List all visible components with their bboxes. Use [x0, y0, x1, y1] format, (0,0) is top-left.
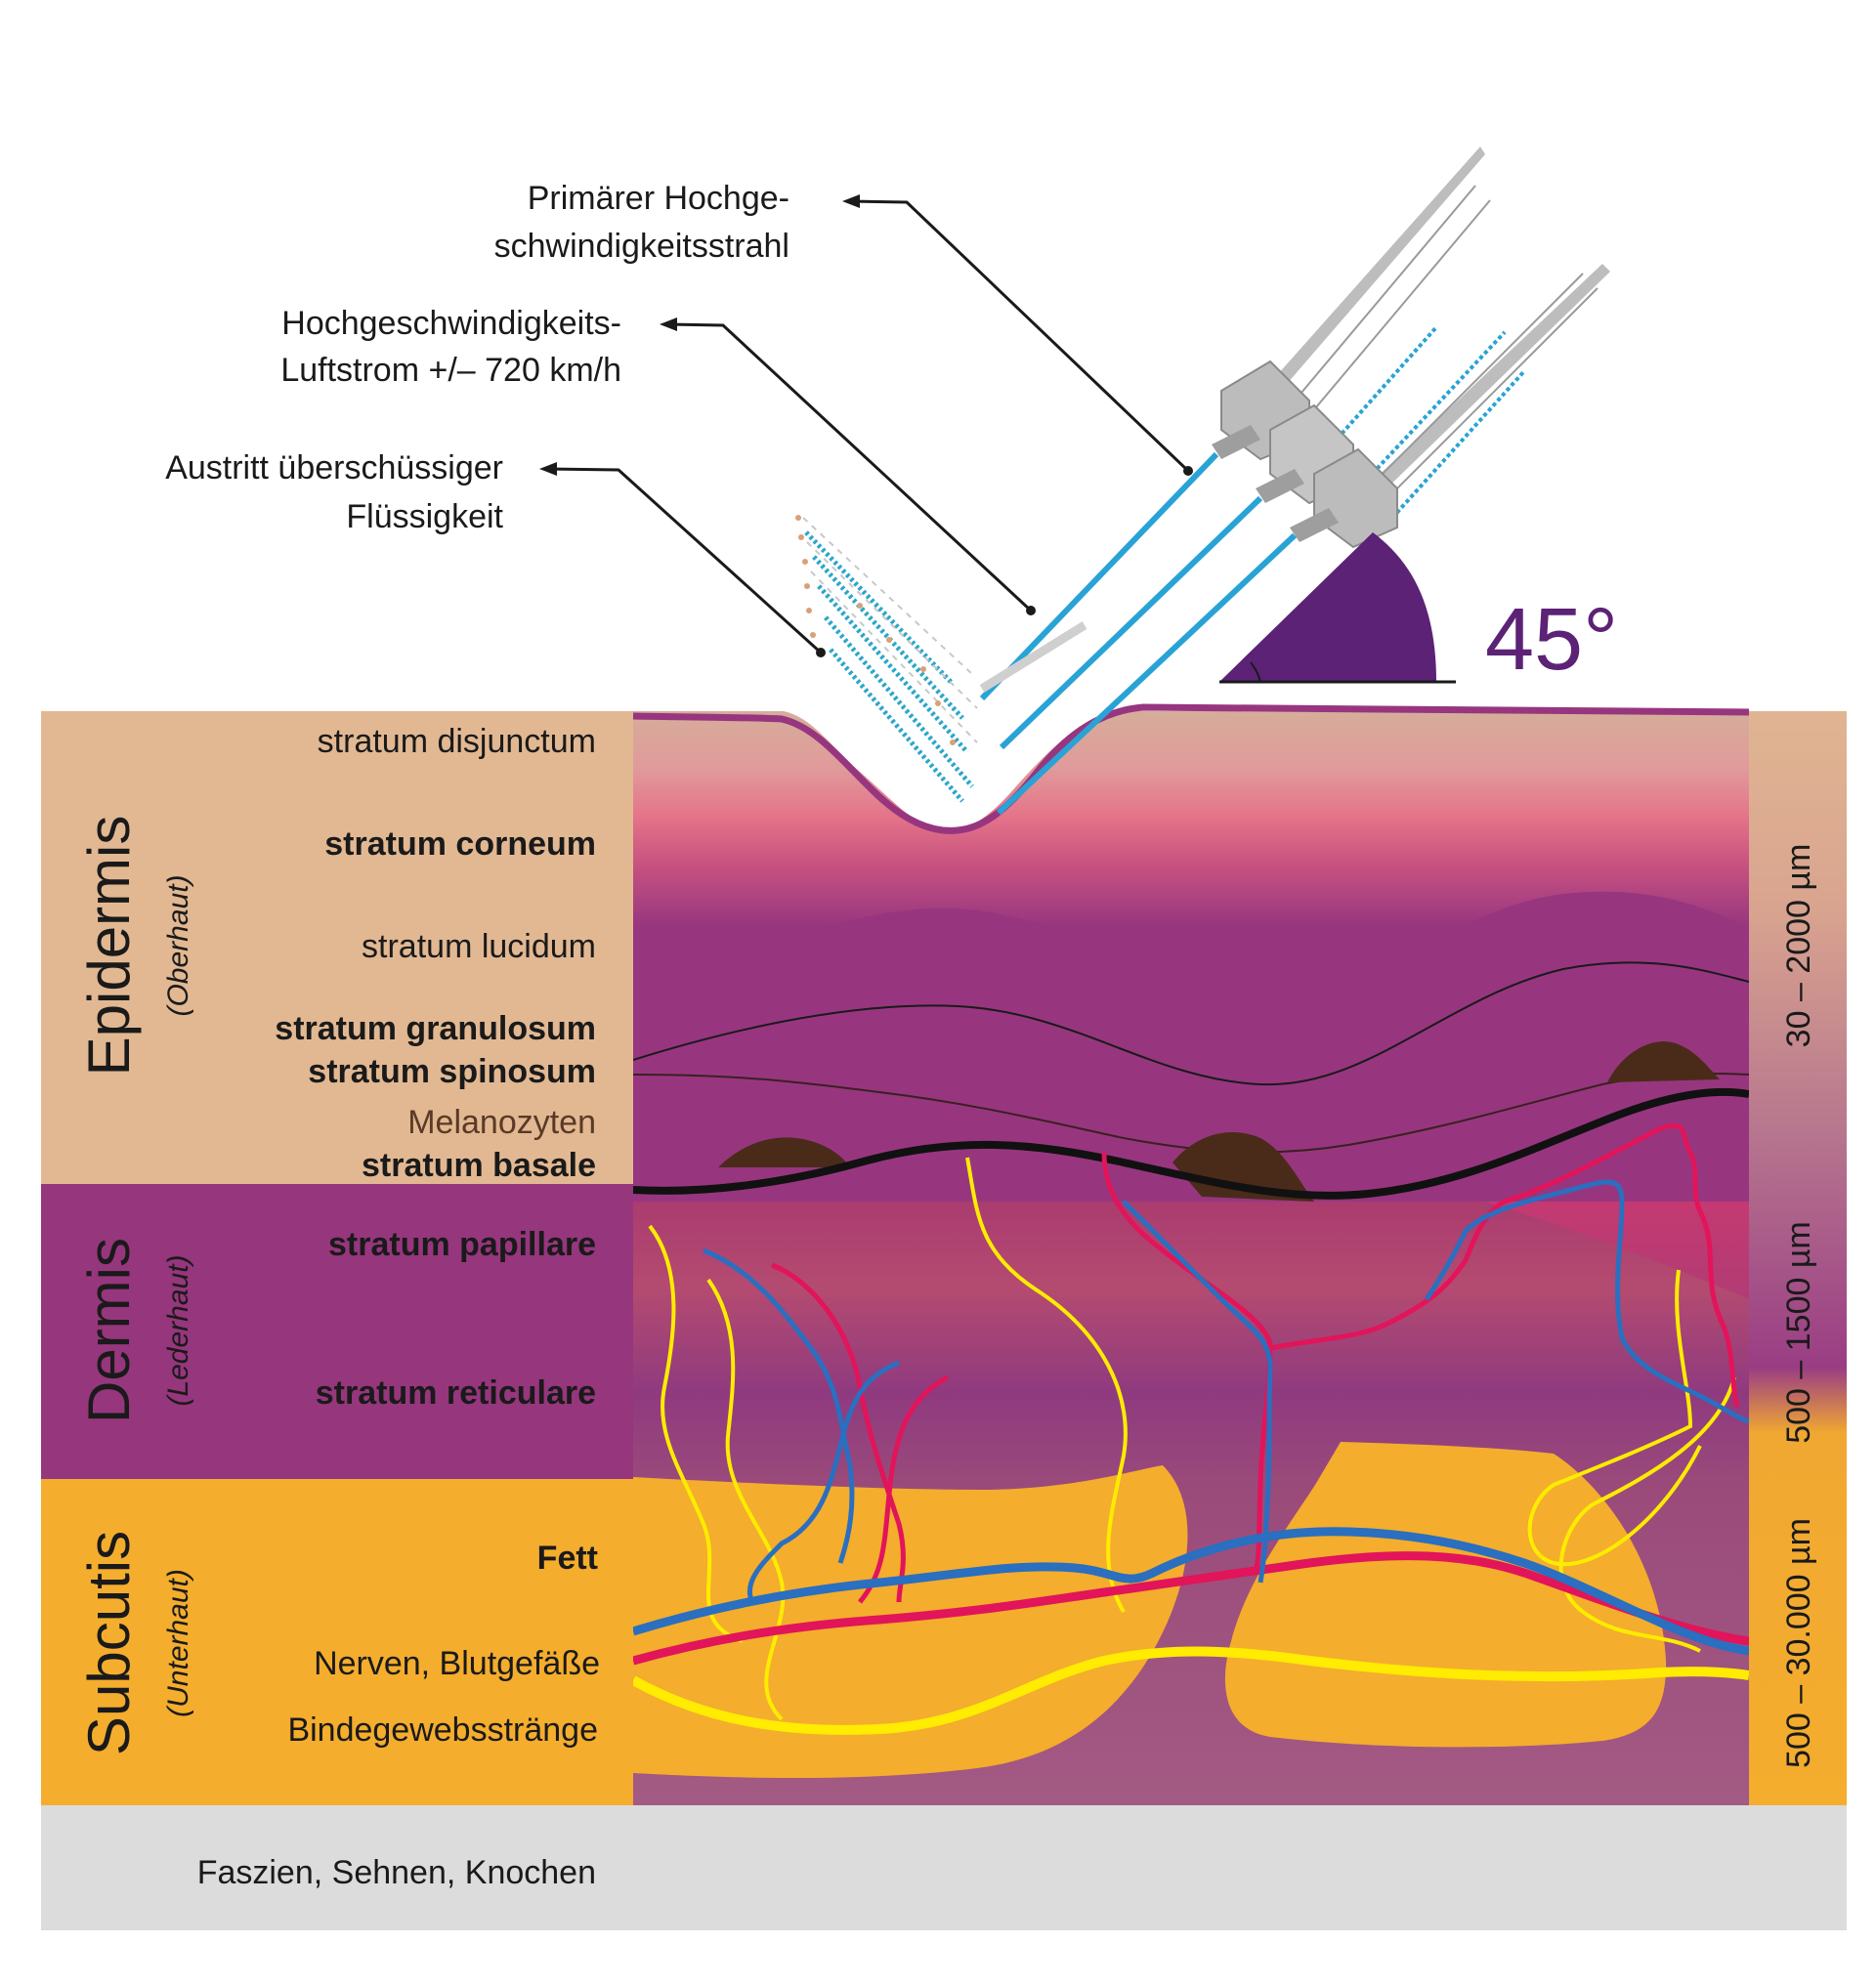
wave-band: [633, 891, 1749, 1202]
callout-primary-jet-line1: Primärer Hochge-: [528, 180, 789, 217]
layer-labels: stratum disjunctum stratum corneum strat…: [197, 723, 600, 1891]
thickness-subcutis: 500 – 30.000 µm: [1780, 1518, 1817, 1768]
label-reticulare: stratum reticulare: [316, 1374, 596, 1412]
skin-indentation: [633, 701, 1876, 830]
dermis-panel: [41, 1184, 633, 1479]
callout-primary-jet-line2: schwindigkeitsstrahl: [494, 228, 789, 265]
subcutis-panel: [41, 1479, 633, 1805]
callout-airflow-line1: Hochgeschwindigkeits-: [281, 305, 621, 342]
label-corneum: stratum corneum: [324, 825, 596, 863]
base-panel: [41, 1805, 1847, 1930]
skin-surface-line: [632, 703, 1750, 834]
epidermis-panel: [41, 711, 633, 1184]
arteries: [633, 1122, 1749, 1666]
title-subcutis: Subcutis: [76, 1531, 142, 1755]
melanocyte-1: [718, 1137, 850, 1167]
thickness-dermis: 500 – 1500 µm: [1780, 1221, 1817, 1444]
callout-airflow-line2: Luftstrom +/– 720 km/h: [280, 352, 621, 389]
jet-2: [999, 495, 1263, 750]
title-dermis: Dermis: [76, 1238, 142, 1423]
fluid-spray: [795, 515, 978, 803]
label-fett: Fett: [537, 1540, 598, 1577]
melanocyte-3: [1607, 1041, 1720, 1082]
fat-lobule-left: [633, 1465, 1188, 1778]
callout-excess-fluid: Austritt überschüssiger Flüssigkeit: [165, 449, 503, 535]
label-lucidum: stratum lucidum: [362, 928, 596, 965]
veins: [633, 1179, 1749, 1656]
thickness-epidermis: 30 – 2000 µm: [1780, 844, 1817, 1048]
thickness-labels: 30 – 2000 µm 500 – 1500 µm 500 – 30.000 …: [1780, 844, 1817, 1768]
angle-wedge: [1219, 532, 1436, 682]
granulosum-line: [633, 961, 1749, 1086]
label-granulosum: stratum granulosum: [275, 1010, 596, 1047]
subtitle-dermis: (Lederhaut): [162, 1254, 194, 1406]
label-basale: stratum basale: [362, 1147, 596, 1184]
callout-primary-jet: Primärer Hochge- schwindigkeitsstrahl: [494, 180, 789, 265]
callout-leaders: [546, 199, 1190, 655]
label-binde: Bindegewebsstränge: [287, 1711, 598, 1749]
callout-airflow: Hochgeschwindigkeits- Luftstrom +/– 720 …: [280, 305, 621, 389]
label-spinosum: stratum spinosum: [308, 1053, 596, 1090]
label-nerven: Nerven, Blutgefäße: [314, 1645, 600, 1682]
callout-excess-fluid-line2: Flüssigkeit: [346, 498, 503, 535]
basale-line: [633, 1087, 1749, 1200]
subtitle-epidermis: (Oberhaut): [162, 874, 194, 1016]
skin-cross-section: [633, 711, 1749, 1805]
label-base: Faszien, Sehnen, Knochen: [197, 1854, 596, 1891]
label-disjunctum: stratum disjunctum: [318, 723, 596, 760]
label-melanozyten: Melanozyten: [407, 1104, 596, 1141]
jet-device: [979, 147, 1610, 816]
jet-1: [979, 451, 1219, 701]
fat-lobule-right: [1224, 1442, 1667, 1748]
angle-label: 45°: [1485, 591, 1618, 689]
title-epidermis: Epidermis: [76, 816, 142, 1077]
label-papillare: stratum papillare: [328, 1226, 596, 1263]
nerves: [633, 1157, 1749, 1735]
thickness-strip: [1749, 711, 1847, 1805]
section-titles: Epidermis (Oberhaut) Dermis (Lederhaut) …: [76, 816, 194, 1755]
jet-3: [996, 532, 1298, 816]
callout-excess-fluid-line1: Austritt überschüssiger: [165, 449, 503, 486]
subtitle-subcutis: (Unterhaut): [162, 1569, 194, 1717]
